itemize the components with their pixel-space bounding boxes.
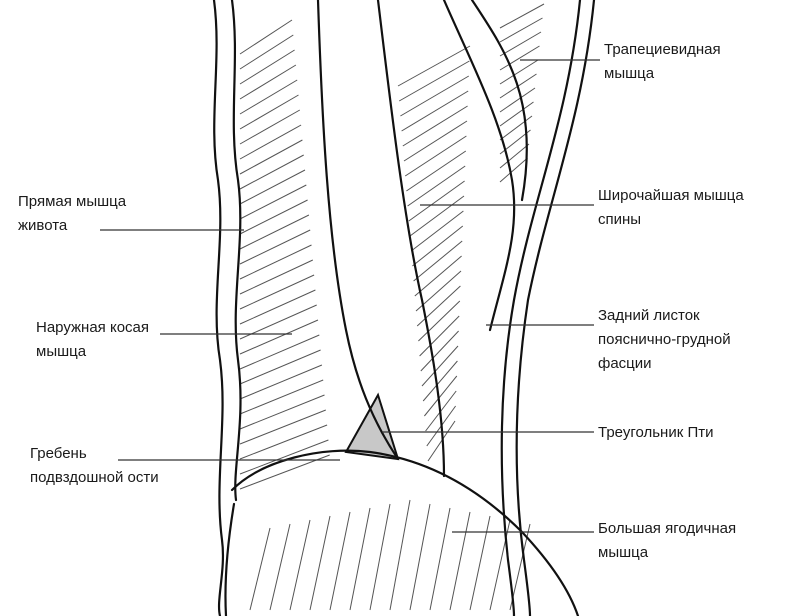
- latissimus-label: Широчайшая мышца спины: [598, 184, 744, 232]
- gluteus-label-line1: Большая ягодичная: [598, 517, 736, 541]
- latissimus-label-line1: Широчайшая мышца: [598, 184, 744, 208]
- latissimus-fiber: [399, 61, 469, 101]
- gluteus-fiber: [390, 500, 410, 610]
- trapezius-fiber: [500, 158, 528, 182]
- oblique-fiber: [240, 380, 323, 414]
- gluteus-fiber: [310, 516, 330, 610]
- petit-label: Треугольник Пти: [598, 421, 713, 445]
- oblique-fiber: [240, 335, 319, 369]
- latissimus-fiber: [412, 226, 462, 266]
- oblique-fiber: [240, 275, 314, 309]
- latissimus-fiber: [410, 196, 464, 236]
- gluteus-fiber: [270, 524, 290, 610]
- gluteus-fiber: [330, 512, 350, 610]
- latissimus-dorsi-fibers: [398, 46, 470, 461]
- oblique-fiber: [240, 20, 292, 54]
- gluteus-maximus-fibers: [250, 500, 530, 610]
- gluteus-fiber: [490, 520, 510, 610]
- iliac-label-line2: подвздошной ости: [30, 466, 159, 490]
- oblique-fiber: [240, 365, 322, 399]
- oblique-fiber: [240, 350, 321, 384]
- iliac-label-line1: Гребень: [30, 442, 159, 466]
- latissimus-fiber: [414, 241, 463, 281]
- gluteus-fiber: [430, 508, 450, 610]
- gluteal-lower-contour: [225, 504, 234, 616]
- petit-label-line1: Треугольник Пти: [598, 421, 713, 445]
- rectus-label-line2: живота: [18, 214, 126, 238]
- oblique-label-line1: Наружная косая: [36, 316, 149, 340]
- latissimus-fiber: [411, 211, 463, 251]
- iliac-crest-curve: [232, 451, 578, 616]
- oblique-fiber: [240, 170, 305, 204]
- latissimus-fiber: [403, 106, 468, 146]
- latissimus-fiber: [400, 76, 468, 116]
- latissimus-label-line2: спины: [598, 208, 744, 232]
- oblique-fiber: [240, 410, 326, 444]
- latissimus-fiber: [398, 46, 470, 86]
- oblique-fiber: [240, 395, 325, 429]
- oblique-fiber: [240, 80, 297, 114]
- fascia-label-line3: фасции: [598, 352, 731, 376]
- external-oblique-fibers: [240, 20, 330, 489]
- oblique-fiber: [240, 245, 312, 279]
- oblique-fiber: [240, 230, 310, 264]
- rectus-label: Прямая мышца живота: [18, 190, 126, 238]
- latissimus-fiber: [404, 121, 467, 161]
- latissimus-fiber: [405, 136, 466, 176]
- oblique-label: Наружная косая мышца: [36, 316, 149, 364]
- oblique-fiber: [240, 110, 300, 144]
- oblique-fiber: [240, 95, 299, 129]
- oblique-fiber: [240, 125, 301, 159]
- oblique-fiber: [240, 35, 293, 69]
- oblique-fiber: [240, 140, 302, 174]
- trapezius-border: [472, 0, 527, 200]
- gluteus-fiber: [250, 528, 270, 610]
- rectus-abdominis-border-inner: [232, 0, 241, 500]
- trapezius-fiber: [500, 32, 541, 56]
- latissimus-fiber: [406, 151, 465, 191]
- oblique-fiber: [240, 260, 313, 294]
- oblique-fiber: [240, 290, 315, 324]
- rectus-abdominis-border-outer: [214, 0, 223, 616]
- trapezius-fiber: [500, 4, 544, 28]
- trapezius-fiber: [500, 60, 538, 84]
- oblique-fiber: [240, 65, 296, 99]
- gluteus-fiber: [370, 504, 390, 610]
- trapezius-fiber: [500, 18, 543, 42]
- oblique-fiber: [240, 200, 308, 234]
- latissimus-fiber: [402, 91, 469, 131]
- oblique-fiber: [240, 155, 304, 189]
- gluteus-label-line2: мышца: [598, 541, 736, 565]
- oblique-fiber: [240, 215, 309, 249]
- gluteus-fiber: [290, 520, 310, 610]
- oblique-label-line2: мышца: [36, 340, 149, 364]
- trapezius-label: Трапециевидная мышца: [604, 38, 721, 86]
- fascia-label-line2: пояснично-грудной: [598, 328, 731, 352]
- gluteus-fiber: [410, 504, 430, 610]
- latissimus-fiber: [408, 166, 466, 206]
- oblique-fiber: [240, 50, 295, 84]
- oblique-fiber: [240, 320, 318, 354]
- fascia-label-line1: Задний листок: [598, 304, 731, 328]
- gluteus-fiber: [450, 512, 470, 610]
- trapezius-label-line1: Трапециевидная: [604, 38, 721, 62]
- gluteus-label: Большая ягодичная мышца: [598, 517, 736, 565]
- trapezius-label-line2: мышца: [604, 62, 721, 86]
- trapezius-fiber: [500, 102, 534, 126]
- latissimus-fiber: [409, 181, 465, 221]
- oblique-fiber: [240, 185, 306, 219]
- iliac-label: Гребень подвздошной ости: [30, 442, 159, 490]
- latissimus-fiber: [415, 256, 462, 296]
- oblique-fiber: [240, 440, 328, 474]
- trapezius-fiber: [500, 88, 535, 112]
- gluteus-fiber: [470, 516, 490, 610]
- petit-triangle: [346, 395, 398, 459]
- gluteus-fiber: [350, 508, 370, 610]
- fascia-label: Задний листок пояснично-грудной фасции: [598, 304, 731, 376]
- rectus-label-line1: Прямая мышца: [18, 190, 126, 214]
